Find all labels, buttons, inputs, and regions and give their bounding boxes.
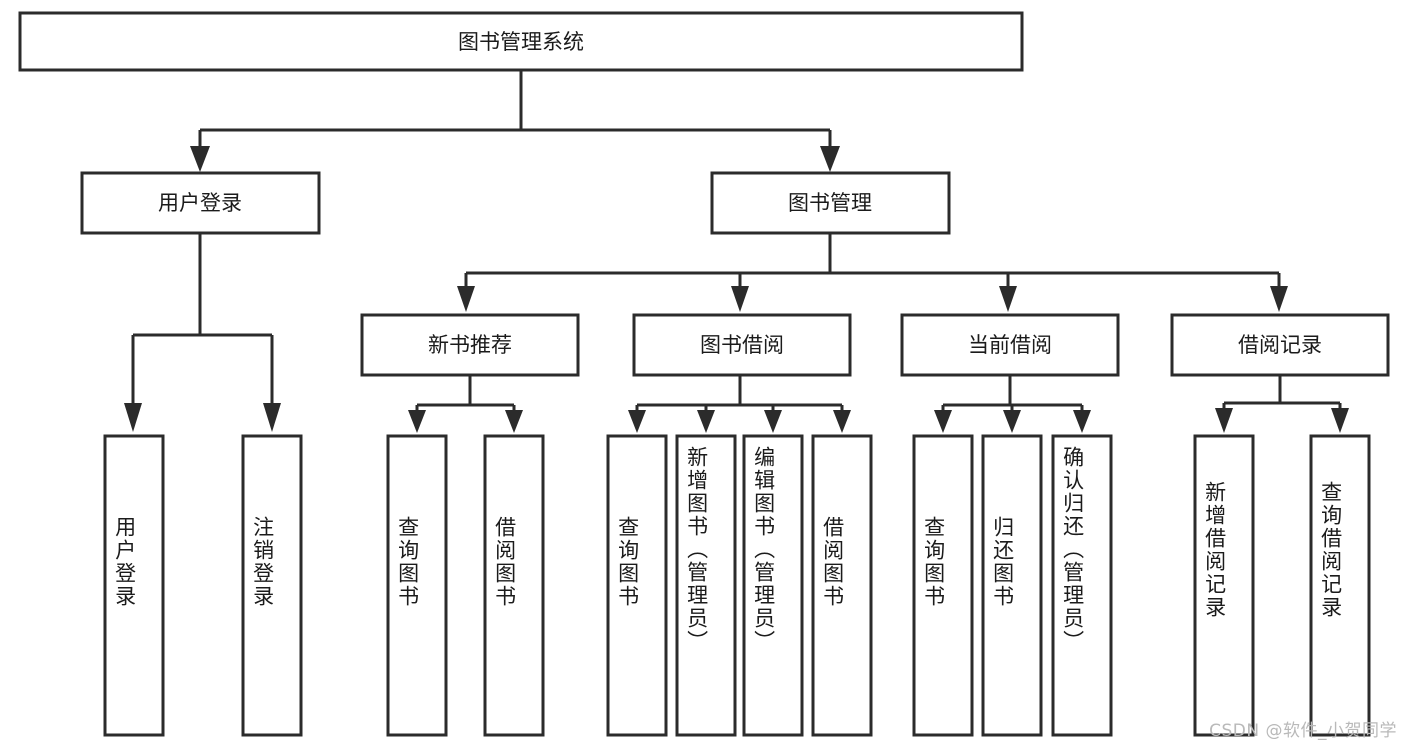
node-book-mgmt-box[interactable] — [710, 171, 951, 235]
connector-group-root — [190, 70, 840, 172]
arrow-head-borrow-record — [1270, 286, 1288, 312]
arrow-head-current-borrow — [999, 286, 1017, 312]
node-book-borrow-box[interactable] — [632, 313, 852, 377]
leaf-box-br-1[interactable] — [1193, 434, 1255, 737]
leaf-box-cb-3[interactable] — [1051, 434, 1113, 737]
connector-group-book-mgmt — [457, 233, 1288, 312]
arrow-head-br-leaf-1 — [1215, 408, 1233, 433]
node-borrow-record-box[interactable] — [1170, 313, 1390, 377]
leaf-box-br-2[interactable] — [1309, 434, 1371, 737]
node-user-login-box[interactable] — [80, 171, 321, 235]
node-book-mgmt-label: 图书管理 — [788, 191, 872, 215]
leaf-box-bb-1[interactable] — [606, 434, 668, 737]
arrow-head-nbr-leaf-2 — [505, 410, 523, 433]
connector-group-user-login — [124, 233, 281, 432]
arrow-head-bb-leaf-1 — [628, 410, 646, 433]
arrow-head-nbr-leaf-1 — [408, 410, 426, 433]
node-current-borrow-label: 当前借阅 — [968, 333, 1052, 357]
node-current-borrow-box[interactable] — [900, 313, 1120, 377]
node-book-borrow-label: 图书借阅 — [700, 333, 784, 357]
arrow-head-user-login-leaf-1 — [124, 403, 142, 432]
node-new-book-recommend-box[interactable] — [360, 313, 580, 377]
node-new-book-recommend-label: 新书推荐 — [428, 333, 512, 357]
connector-group-new-book-recommend — [408, 375, 523, 433]
connector-group-borrow-record — [1215, 375, 1349, 433]
leaf-box-bb-3[interactable] — [742, 434, 804, 737]
arrow-head-book-mgmt — [820, 146, 840, 172]
leaf-box-bb-2[interactable] — [675, 434, 737, 737]
node-borrow-record-label: 借阅记录 — [1238, 333, 1322, 357]
arrow-head-cb-leaf-1 — [934, 410, 952, 433]
leaf-box-nbr-2[interactable] — [483, 434, 545, 737]
leaf-box-bb-4[interactable] — [811, 434, 873, 737]
arrow-head-cb-leaf-3 — [1073, 410, 1091, 433]
arrow-head-book-borrow — [731, 286, 749, 312]
arrow-head-bb-leaf-3 — [764, 410, 782, 433]
csdn-watermark: CSDN @软件_小贺同学 — [1209, 721, 1397, 741]
arrow-head-br-leaf-2 — [1331, 408, 1349, 433]
arrow-head-user-login-leaf-2 — [263, 403, 281, 432]
connector-group-book-borrow — [628, 375, 851, 433]
leaf-box-cb-2[interactable] — [981, 434, 1043, 737]
connector-group-current-borrow — [934, 375, 1091, 433]
leaf-box-cb-1[interactable] — [912, 434, 974, 737]
leaf-box-nbr-1[interactable] — [386, 434, 448, 737]
arrow-head-new-book-recommend — [457, 286, 475, 312]
node-root-label: 图书管理系统 — [458, 30, 584, 54]
arrow-head-bb-leaf-2 — [697, 410, 715, 433]
arrow-head-user-login — [190, 146, 210, 172]
arrow-head-bb-leaf-4 — [833, 410, 851, 433]
arrow-head-cb-leaf-2 — [1003, 410, 1021, 433]
leaf-box-user-login-2[interactable] — [241, 434, 303, 737]
leaf-box-user-login-1[interactable] — [103, 434, 165, 737]
node-root-box[interactable] — [18, 11, 1024, 72]
node-user-login-label: 用户登录 — [158, 191, 242, 215]
